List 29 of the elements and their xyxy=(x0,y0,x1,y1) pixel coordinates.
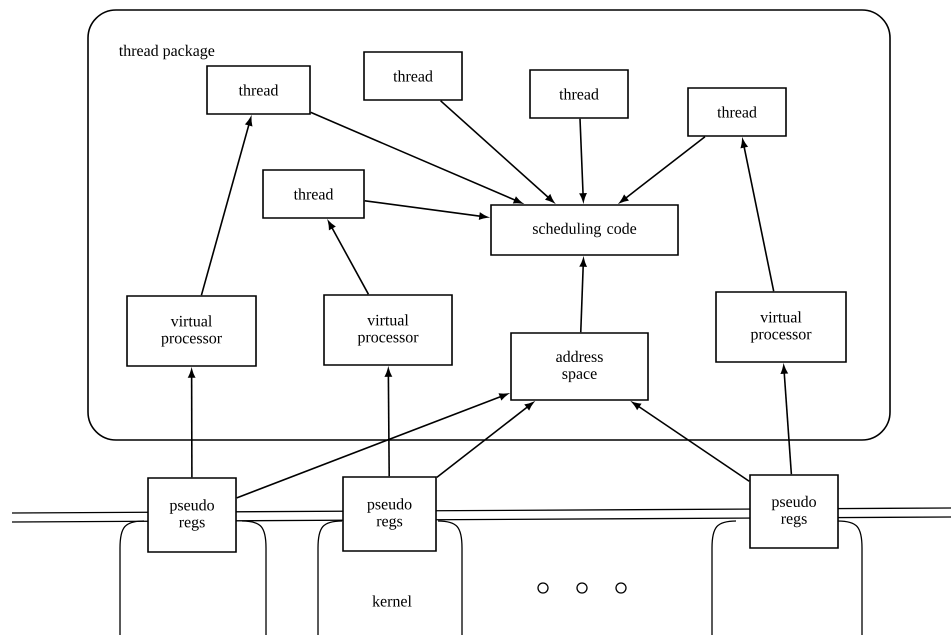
text-label: kernel xyxy=(372,595,412,607)
arrow xyxy=(436,402,534,478)
process-box: virtual processor xyxy=(126,295,257,367)
arrow xyxy=(236,393,508,499)
arrow xyxy=(780,365,792,474)
arrow xyxy=(579,118,586,202)
arrow xyxy=(310,112,522,204)
process-box: virtual processor xyxy=(323,294,453,366)
process-box: scheduling code xyxy=(490,204,679,256)
arrow xyxy=(188,369,196,478)
arrow xyxy=(328,220,370,295)
arrow xyxy=(740,139,774,292)
arrow xyxy=(580,258,587,332)
process-box: thread xyxy=(529,69,629,119)
process-box: thread xyxy=(206,65,311,115)
arrow xyxy=(440,100,554,203)
process-box: thread xyxy=(363,51,463,101)
register-box: pseudo regs xyxy=(147,477,237,553)
register-box: pseudo regs xyxy=(342,476,437,552)
arrow xyxy=(364,200,488,220)
arrow xyxy=(632,402,750,482)
arrow xyxy=(200,117,252,296)
process-box: thread xyxy=(687,87,787,137)
process-box: address space xyxy=(510,332,649,401)
process-box: thread xyxy=(262,169,365,219)
register-box: pseudo regs xyxy=(749,474,839,549)
arrow xyxy=(620,136,706,203)
arrow xyxy=(384,368,392,476)
process-box: virtual processor xyxy=(715,291,847,363)
